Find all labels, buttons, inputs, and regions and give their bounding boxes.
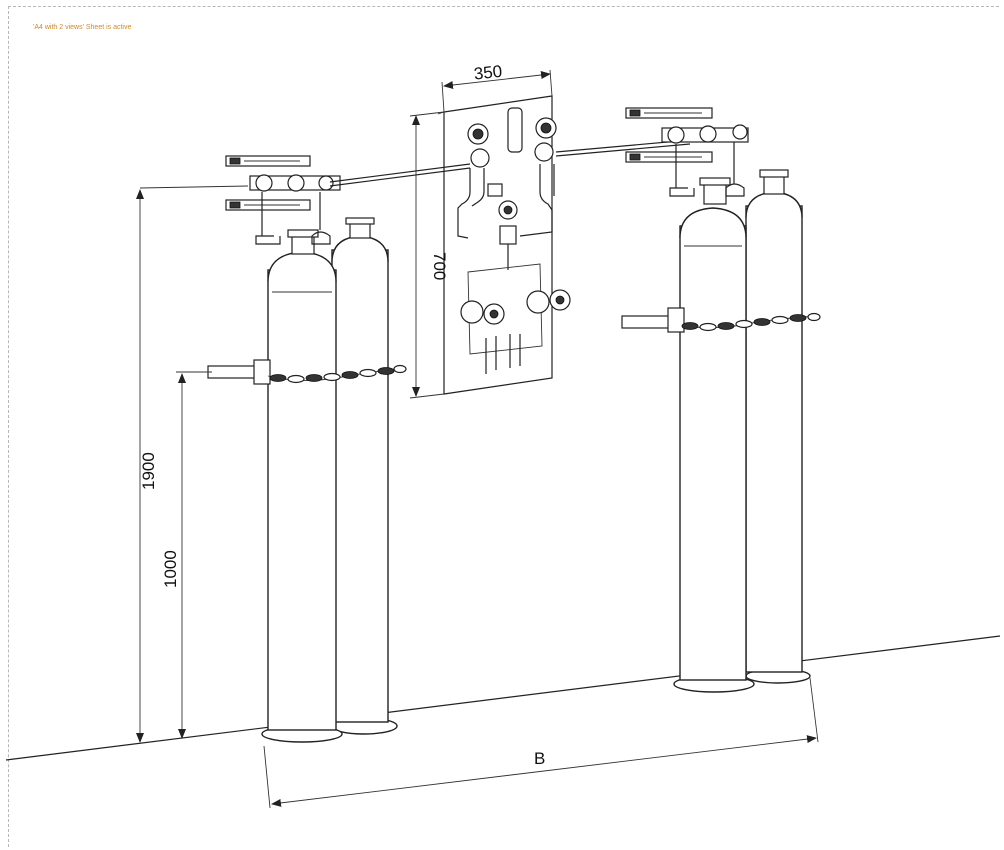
left-cylinder-group [207, 155, 407, 743]
dimension-label-700: 700 [430, 252, 449, 280]
sheet-frame [8, 6, 999, 847]
dimension-label-b: B [534, 749, 545, 768]
right-cylinder-group [621, 107, 821, 693]
right-manifold [625, 107, 749, 197]
right-back-cylinder [745, 169, 811, 684]
dimension-spacing: B [263, 677, 819, 809]
floor-line [5, 635, 1001, 761]
dimension-panel-width: 350 [441, 62, 553, 113]
left-chain [269, 364, 407, 384]
right-chain [681, 312, 821, 332]
dimension-label-1900: 1900 [139, 452, 158, 490]
left-back-cylinder [330, 217, 398, 735]
left-chain-bracket [207, 359, 407, 385]
dimension-chain-height: 1000 [161, 371, 212, 739]
regulator-panel [329, 95, 691, 395]
sheet-status-note: 'A4 with 2 views' Sheet is active [33, 24, 132, 31]
left-manifold [225, 155, 341, 245]
dimension-total-height: 1900 [136, 185, 249, 743]
right-front-cylinder [673, 177, 755, 693]
dimension-label-1000: 1000 [161, 550, 180, 588]
dimension-label-350: 350 [473, 62, 503, 84]
dimension-panel-height: 700 [409, 111, 449, 399]
right-chain-bracket [621, 307, 821, 333]
left-front-cylinder [261, 229, 343, 743]
